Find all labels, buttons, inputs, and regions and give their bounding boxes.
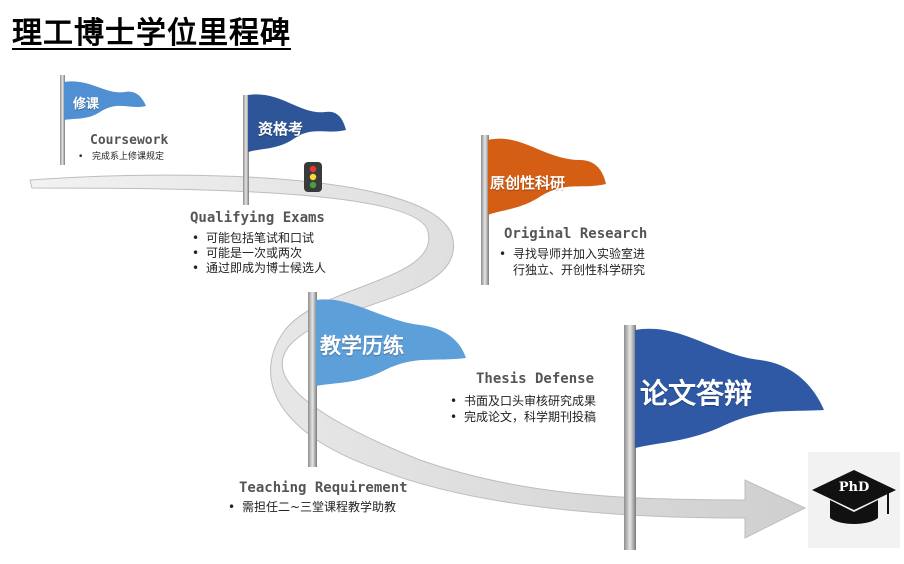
phd-goal: PhD [808, 452, 900, 548]
list-item: 可能包括笔试和口试 [190, 231, 326, 246]
flag-pole [243, 95, 249, 205]
list-item: 需担任二~三堂课程教学助教 [226, 500, 396, 515]
flag-label-qualifying: 资格考 [258, 120, 304, 138]
flag-label-teaching: 教学历练 [320, 334, 404, 358]
flag-label-research: 原创性科研 [490, 174, 566, 192]
list-item: 通过即成为博士候选人 [190, 261, 326, 276]
heading-qualifying: Qualifying Exams [190, 210, 325, 226]
flag-research [488, 138, 606, 215]
list-defense: 书面及口头审核研究成果 完成论文，科学期刊投稿 [448, 393, 596, 425]
flag-pole [624, 325, 636, 550]
traffic-light-icon [304, 162, 322, 192]
list-qualifying: 可能包括笔试和口试 可能是一次或两次 通过即成为博士候选人 [190, 231, 326, 276]
list-item: 完成论文，科学期刊投稿 [448, 409, 596, 425]
heading-coursework: Coursework [90, 133, 169, 148]
flag-defense [635, 328, 824, 448]
list-research: 寻找导师并加入实验室进 行独立、开创性科学研究 [497, 246, 645, 278]
road-arrow [29, 174, 807, 539]
flag-teaching [316, 299, 466, 386]
list-item: 可能是一次或两次 [190, 246, 326, 261]
flag-coursework [64, 81, 146, 120]
heading-teaching: Teaching Requirement [239, 480, 408, 496]
heading-defense: Thesis Defense [476, 371, 595, 387]
list-item: 书面及口头审核研究成果 [448, 393, 596, 409]
list-item: 行独立、开创性科学研究 [513, 263, 646, 277]
flag-qualifying [248, 94, 346, 152]
list-teaching: 需担任二~三堂课程教学助教 [226, 500, 396, 515]
list-item: 完成系上修课规定 [76, 151, 164, 163]
page-title: 理工博士学位里程碑 [12, 16, 291, 51]
flag-pole [308, 292, 317, 467]
heading-research: Original Research [504, 226, 648, 242]
flag-label-coursework: 修课 [73, 97, 100, 112]
list-item: 寻找导师并加入实验室进 [497, 246, 645, 262]
flag-label-defense: 论文答辩 [640, 377, 753, 410]
flag-pole [481, 135, 489, 285]
list-coursework: 完成系上修课规定 [76, 151, 164, 163]
flag-pole [60, 75, 65, 165]
graduation-cap-icon [812, 470, 896, 524]
phd-label: PhD [838, 480, 870, 495]
